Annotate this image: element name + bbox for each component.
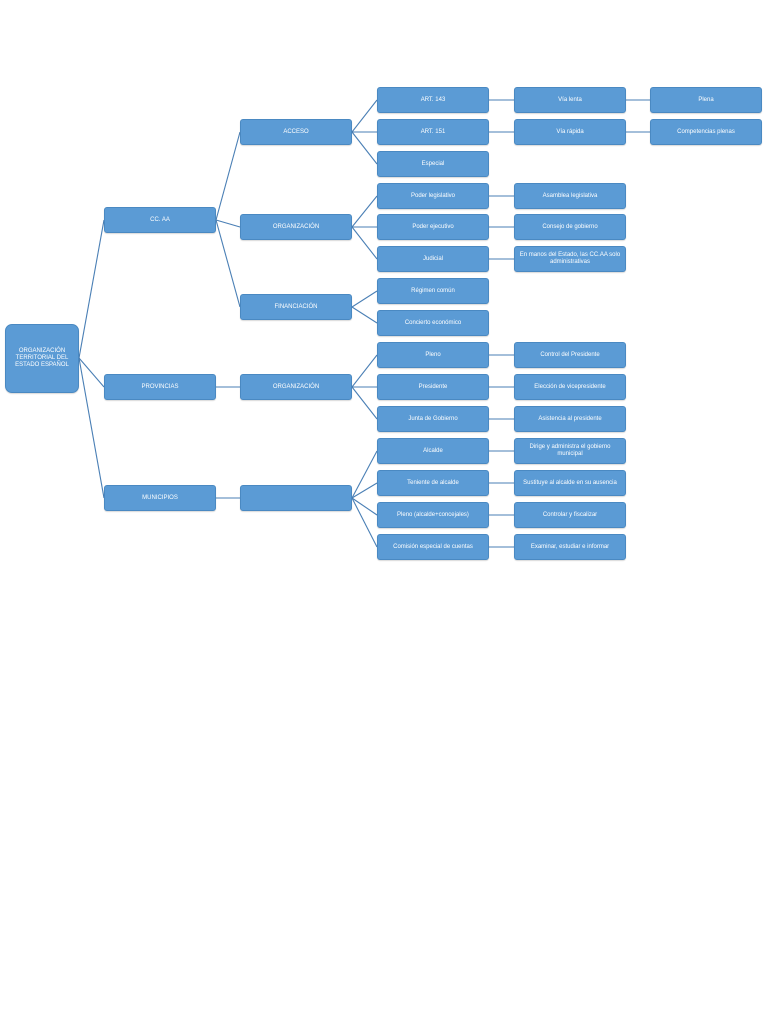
provincias-organizacion-node: ORGANIZACIÓN <box>240 374 352 400</box>
eleccion-vicepresidente-label: Elección de vicepresidente <box>534 383 606 390</box>
art151-label: ART. 151 <box>420 128 446 135</box>
junta-gobierno-node: Junta de Gobierno <box>377 406 489 432</box>
judicial-note-label: En manos del Estado, las CC.AA solo admi… <box>519 252 621 265</box>
asistencia-presidente-label: Asistencia al presidente <box>538 415 602 422</box>
via-rapida-label: Vía rápida <box>556 128 584 135</box>
examinar-label: Examinar, estudiar e informar <box>530 543 610 550</box>
controlar-node: Controlar y fiscalizar <box>514 502 626 528</box>
examinar-node: Examinar, estudiar e informar <box>514 534 626 560</box>
provincias-presidente-node: Presidente <box>377 374 489 400</box>
municipios-pleno-node: Pleno (alcalde+concejales) <box>377 502 489 528</box>
sustituye-node: Sustituye al alcalde en su ausencia <box>514 470 626 496</box>
alcalde-label: Alcalde <box>423 447 443 454</box>
financiacion-label: FINANCIACIÓN <box>274 303 318 310</box>
via-lenta-node: Vía lenta <box>514 87 626 113</box>
junta-gobierno-label: Junta de Gobierno <box>408 415 458 422</box>
root-label: ORGANIZACIÓN TERRITORIAL DEL ESTADO ESPA… <box>15 348 69 368</box>
competencias-plenas-label: Competencias plenas <box>677 128 735 135</box>
ccaa-label: CC. AA <box>150 216 170 223</box>
comision-cuentas-node: Comisión especial de cuentas <box>377 534 489 560</box>
art143-label: ART. 143 <box>420 96 446 103</box>
control-presidente-label: Control del Presidente <box>540 351 600 358</box>
poder-legislativo-label: Poder legislativo <box>410 192 456 199</box>
dirige-node: Dirige y administra el gobierno municipa… <box>514 438 626 464</box>
poder-legislativo-node: Poder legislativo <box>377 183 489 209</box>
poder-ejecutivo-label: Poder ejecutivo <box>412 223 454 230</box>
consejo-gobierno-node: Consejo de gobierno <box>514 214 626 240</box>
municipios-node: MUNICIPIOS <box>104 485 216 511</box>
plena-node: Plena <box>650 87 762 113</box>
provincias-node: PROVINCIAS <box>104 374 216 400</box>
asamblea-legislativa-label: Asamblea legislativa <box>542 192 598 199</box>
acceso-node: ACCESO <box>240 119 352 145</box>
concierto-economico-label: Concierto económico <box>404 319 462 326</box>
eleccion-vicepresidente-node: Elección de vicepresidente <box>514 374 626 400</box>
consejo-gobierno-label: Consejo de gobierno <box>542 223 598 230</box>
control-presidente-node: Control del Presidente <box>514 342 626 368</box>
art143-node: ART. 143 <box>377 87 489 113</box>
ccaa-organizacion-label: ORGANIZACIÓN <box>272 223 320 230</box>
teniente-alcalde-node: Teniente de alcalde <box>377 470 489 496</box>
especial-node: Especial <box>377 151 489 177</box>
municipios-blank-node <box>240 485 352 511</box>
asamblea-legislativa-node: Asamblea legislativa <box>514 183 626 209</box>
provincias-pleno-node: Pleno <box>377 342 489 368</box>
provincias-label: PROVINCIAS <box>141 383 179 390</box>
provincias-organizacion-label: ORGANIZACIÓN <box>272 383 320 390</box>
especial-label: Especial <box>421 160 445 167</box>
root-node: ORGANIZACIÓN TERRITORIAL DEL ESTADO ESPA… <box>5 324 79 393</box>
concierto-economico-node: Concierto económico <box>377 310 489 336</box>
provincias-pleno-label: Pleno <box>425 351 441 358</box>
financiacion-node: FINANCIACIÓN <box>240 294 352 320</box>
acceso-label: ACCESO <box>283 128 309 135</box>
via-lenta-label: Vía lenta <box>558 96 582 103</box>
teniente-alcalde-label: Teniente de alcalde <box>407 479 459 486</box>
comision-cuentas-label: Comisión especial de cuentas <box>393 543 473 550</box>
judicial-node: Judicial <box>377 246 489 272</box>
regimen-comun-label: Régimen común <box>411 287 455 294</box>
municipios-pleno-label: Pleno (alcalde+concejales) <box>397 511 469 518</box>
sustituye-label: Sustituye al alcalde en su ausencia <box>523 479 617 486</box>
controlar-label: Controlar y fiscalizar <box>542 511 598 518</box>
art151-node: ART. 151 <box>377 119 489 145</box>
ccaa-node: CC. AA <box>104 207 216 233</box>
judicial-note-node: En manos del Estado, las CC.AA solo admi… <box>514 246 626 272</box>
competencias-plenas-node: Competencias plenas <box>650 119 762 145</box>
plena-label: Plena <box>698 96 714 103</box>
provincias-presidente-label: Presidente <box>418 383 448 390</box>
ccaa-organizacion-node: ORGANIZACIÓN <box>240 214 352 240</box>
dirige-label: Dirige y administra el gobierno municipa… <box>529 444 611 457</box>
alcalde-node: Alcalde <box>377 438 489 464</box>
judicial-label: Judicial <box>422 255 443 262</box>
regimen-comun-node: Régimen común <box>377 278 489 304</box>
poder-ejecutivo-node: Poder ejecutivo <box>377 214 489 240</box>
municipios-label: MUNICIPIOS <box>142 494 178 501</box>
via-rapida-node: Vía rápida <box>514 119 626 145</box>
asistencia-presidente-node: Asistencia al presidente <box>514 406 626 432</box>
